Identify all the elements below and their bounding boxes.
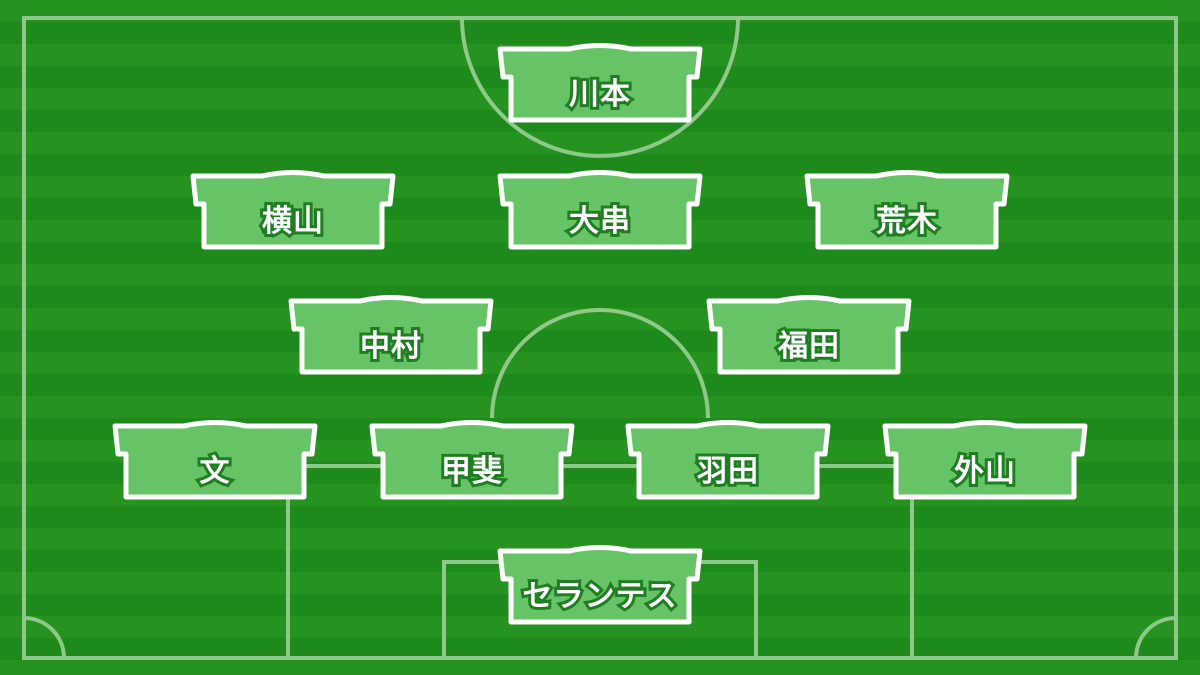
shirt-icon [706, 295, 912, 375]
player-dm-left: 中村 [288, 295, 494, 375]
player-goalkeeper: 川本 [497, 43, 703, 123]
player-mid-3: 羽田 [625, 420, 831, 500]
shirt-icon [497, 43, 703, 123]
shirt-icon [190, 170, 396, 250]
shirt-icon [497, 545, 703, 625]
shirt-icon [882, 420, 1088, 500]
player-name: 外山 [951, 451, 1018, 492]
player-name: 横山 [259, 201, 326, 242]
shirt-icon [625, 420, 831, 500]
player-cb-left: 横山 [190, 170, 396, 250]
shirt-icon [288, 295, 494, 375]
player-name: 川本 [566, 74, 633, 115]
player-forward: セランテス [497, 545, 703, 625]
player-name: 荒木 [873, 201, 940, 242]
player-name: 中村 [357, 326, 424, 367]
shirt-icon [369, 420, 575, 500]
pitch-boundary [22, 16, 1178, 660]
player-mid-4: 外山 [882, 420, 1088, 500]
player-name: セランテス [520, 576, 680, 617]
player-mid-2: 甲斐 [369, 420, 575, 500]
player-dm-right: 福田 [706, 295, 912, 375]
top-center-arc [460, 17, 740, 158]
shirt-icon [497, 170, 703, 250]
penalty-area [286, 464, 914, 658]
corner-arc-left [23, 616, 66, 659]
player-name: 文 [197, 451, 233, 492]
player-name: 羽田 [694, 451, 761, 492]
player-name: 福田 [775, 326, 842, 367]
corner-arc-right [1134, 616, 1177, 659]
center-circle-arc [490, 308, 710, 419]
shirt-icon [804, 170, 1010, 250]
player-cb-right: 荒木 [804, 170, 1010, 250]
player-name: 大串 [566, 201, 633, 242]
player-name: 甲斐 [438, 451, 505, 492]
shirt-icon [112, 420, 318, 500]
player-cb-center: 大串 [497, 170, 703, 250]
player-mid-1: 文 [112, 420, 318, 500]
